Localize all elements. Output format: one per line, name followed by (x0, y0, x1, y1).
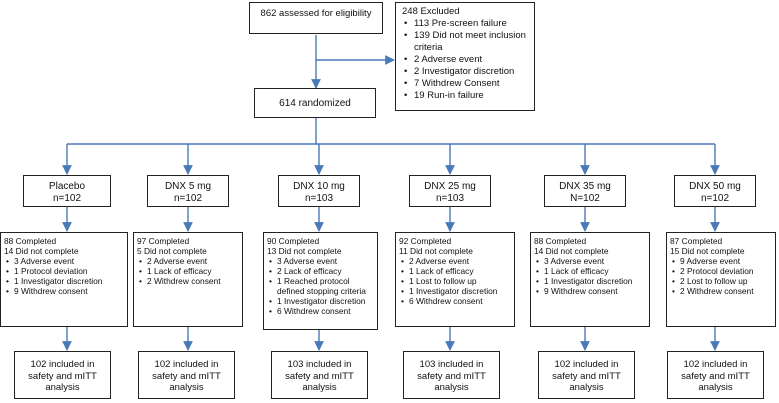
reason-item: 1 Protocol deviation (4, 266, 125, 276)
reason-item: 9 Adverse event (670, 256, 773, 266)
completed-count: 92 Completed (399, 236, 452, 246)
analysis-box-dnx-35mg: 102 included in safety and mITT analysis (538, 351, 635, 399)
reason-item: 1 Lost to follow up (399, 276, 512, 286)
not-completed-reasons: 9 Adverse event 2 Protocol deviation 2 L… (670, 256, 773, 296)
reason-item: 2 Withdrew consent (670, 286, 773, 296)
status-box-placebo: 88 Completed 14 Did not complete 3 Adver… (0, 232, 128, 327)
status-box-dnx-25mg: 92 Completed 11 Did not complete 2 Adver… (395, 232, 515, 327)
arm-name: DNX 25 mg (424, 181, 476, 192)
arm-n: n=103 (435, 193, 465, 204)
excluded-reason: 2 Adverse event (402, 54, 530, 66)
excluded-box: 248 Excluded 113 Pre-screen failure 139 … (395, 2, 535, 111)
reason-item: 1 Lack of efficacy (137, 266, 240, 276)
reason-item: 3 Adverse event (267, 256, 375, 266)
completed-count: 88 Completed (534, 236, 587, 246)
completed-count: 88 Completed (4, 236, 57, 246)
analysis-text: 103 included in safety and mITT analysis (417, 359, 486, 393)
reason-item: 6 Withdrew consent (399, 296, 512, 306)
excluded-reason: 139 Did not meet inclusion criteria (402, 30, 530, 54)
reason-item: 3 Adverse event (534, 256, 647, 266)
completed-count: 97 Completed (137, 236, 190, 246)
reason-item: 2 Lost to follow up (670, 276, 773, 286)
arm-name: DNX 35 mg (559, 181, 611, 192)
analysis-box-dnx-50mg: 102 included in safety and mITT analysis (667, 351, 764, 399)
excluded-title: 248 Excluded (402, 6, 460, 17)
reason-item: 9 Withdrew consent (534, 286, 647, 296)
not-completed-count: 14 Did not complete (4, 246, 79, 256)
analysis-box-dnx-5mg: 102 included in safety and mITT analysis (138, 351, 235, 399)
completed-count: 90 Completed (267, 236, 320, 246)
status-box-dnx-10mg: 90 Completed 13 Did not complete 3 Adver… (263, 232, 378, 330)
completed-count: 87 Completed (670, 236, 723, 246)
reason-item: 2 Adverse event (399, 256, 512, 266)
reason-item: 1 Lack of efficacy (399, 266, 512, 276)
arm-box-dnx-5mg: DNX 5 mg n=102 (147, 175, 229, 207)
arm-box-dnx-25mg: DNX 25 mg n=103 (409, 175, 491, 207)
reason-item: 2 Withdrew consent (137, 276, 240, 286)
arm-name: Placebo (48, 181, 86, 192)
arm-box-placebo: Placebo n=102 (23, 175, 111, 207)
not-completed-reasons: 2 Adverse event 1 Lack of efficacy 2 Wit… (137, 256, 240, 286)
analysis-text: 102 included in safety and mITT analysis (152, 359, 221, 393)
reason-item: 2 Lack of efficacy (267, 266, 375, 276)
arm-box-dnx-10mg: DNX 10 mg n=103 (278, 175, 360, 207)
not-completed-count: 14 Did not complete (534, 246, 609, 256)
status-box-dnx-50mg: 87 Completed 15 Did not complete 9 Adver… (666, 232, 776, 327)
analysis-box-placebo: 102 included in safety and mITT analysis (14, 351, 111, 399)
not-completed-count: 13 Did not complete (267, 246, 342, 256)
arm-n: n=103 (304, 193, 334, 204)
reason-item: 1 Investigator discretion (4, 276, 125, 286)
status-box-dnx-35mg: 88 Completed 14 Did not complete 3 Adver… (530, 232, 650, 327)
analysis-box-dnx-25mg: 103 included in safety and mITT analysis (403, 351, 500, 399)
not-completed-count: 11 Did not complete (399, 246, 473, 256)
reason-item: 2 Protocol deviation (670, 266, 773, 276)
assessed-text: 862 assessed for eligibility (260, 8, 372, 19)
reason-item: 1 Investigator discretion (534, 276, 647, 286)
excluded-reasons-list: 113 Pre-screen failure 139 Did not meet … (402, 18, 530, 102)
status-box-dnx-5mg: 97 Completed 5 Did not complete 2 Advers… (133, 232, 243, 327)
not-completed-count: 15 Did not complete (670, 246, 745, 256)
arm-box-dnx-35mg: DNX 35 mg N=102 (544, 175, 626, 207)
analysis-text: 102 included in safety and mITT analysis (552, 359, 621, 393)
arm-name: DNX 10 mg (293, 181, 345, 192)
arm-n: n=102 (52, 193, 82, 204)
randomized-box: 614 randomized (254, 88, 376, 118)
not-completed-reasons: 3 Adverse event 1 Lack of efficacy 1 Inv… (534, 256, 647, 296)
excluded-reason: 7 Withdrew Consent (402, 78, 530, 90)
reason-item: 1 Investigator discretion (399, 286, 512, 296)
arm-name: DNX 5 mg (164, 181, 212, 192)
arm-n: n=102 (700, 193, 730, 204)
reason-item: 3 Adverse event (4, 256, 125, 266)
arm-n: n=102 (173, 193, 203, 204)
analysis-text: 102 included in safety and mITT analysis (28, 359, 97, 393)
analysis-text: 102 included in safety and mITT analysis (681, 359, 750, 393)
analysis-text: 103 included in safety and mITT analysis (285, 359, 354, 393)
not-completed-reasons: 3 Adverse event 1 Protocol deviation 1 I… (4, 256, 125, 296)
arm-name: DNX 50 mg (689, 181, 741, 192)
randomized-text: 614 randomized (279, 98, 351, 109)
reason-item: 2 Adverse event (137, 256, 240, 266)
arm-box-dnx-50mg: DNX 50 mg n=102 (674, 175, 756, 207)
analysis-box-dnx-10mg: 103 included in safety and mITT analysis (271, 351, 368, 399)
excluded-reason: 19 Run-in failure (402, 90, 530, 102)
reason-item: 9 Withdrew consent (4, 286, 125, 296)
reason-item: 1 Reached protocol defined stopping crit… (267, 276, 375, 296)
excluded-reason: 2 Investigator discretion (402, 66, 530, 78)
not-completed-count: 5 Did not complete (137, 246, 207, 256)
excluded-reason: 113 Pre-screen failure (402, 18, 530, 30)
reason-item: 6 Withdrew consent (267, 306, 375, 316)
assessed-box: 862 assessed for eligibility (249, 2, 383, 34)
not-completed-reasons: 2 Adverse event 1 Lack of efficacy 1 Los… (399, 256, 512, 306)
arm-n: N=102 (570, 193, 600, 204)
not-completed-reasons: 3 Adverse event 2 Lack of efficacy 1 Rea… (267, 256, 375, 316)
reason-item: 1 Investigator discretion (267, 296, 375, 306)
reason-item: 1 Lack of efficacy (534, 266, 647, 276)
